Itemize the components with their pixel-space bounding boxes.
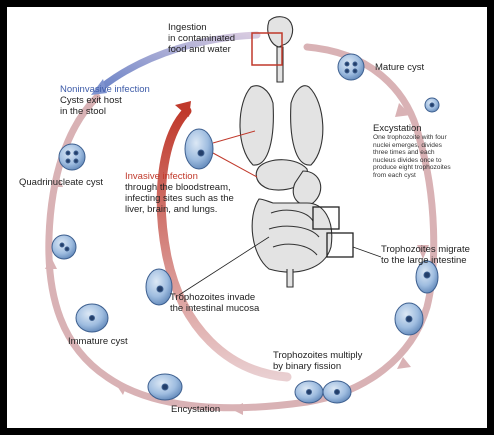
- cyst-cell: [51, 234, 77, 260]
- immature-cyst-label: Immature cyst: [68, 336, 128, 347]
- intestine-box-small: [312, 206, 340, 230]
- quadrinucleate-cyst-cell: [58, 143, 86, 171]
- mature-cyst-label: Mature cyst: [375, 62, 425, 73]
- ingestion-label: Ingestion in contaminated food and water: [168, 22, 236, 55]
- arrowhead-icon: [91, 79, 107, 95]
- large-intestine-box: [326, 232, 354, 258]
- right-lung: [290, 85, 324, 166]
- life-cycle-frame: Ingestion in contaminated food and water…: [7, 7, 487, 428]
- life-cycle-diagram: [45, 16, 440, 415]
- cells: [51, 53, 440, 404]
- intestine-folds: [268, 209, 320, 256]
- mature-cyst-cell: [337, 53, 365, 81]
- label-pointers: [178, 236, 382, 296]
- invasive-trophozoite-cell: [184, 128, 214, 170]
- invasive-arrow: [156, 106, 292, 382]
- noninvasive-arrow: [98, 31, 261, 91]
- arrowhead-icon: [417, 245, 429, 259]
- left-lung: [239, 85, 274, 166]
- arrowhead-icon: [45, 257, 57, 269]
- rectum: [286, 269, 294, 288]
- invasive-pointers: [212, 130, 258, 178]
- intestines: [251, 198, 333, 273]
- noninvasive-label: Noninvasive infection Cysts exit host in…: [60, 84, 150, 117]
- mouth-highlight-box: [251, 32, 283, 66]
- invasive-label: Invasive infection through the bloodstre…: [125, 171, 234, 215]
- arrowhead-icon: [51, 173, 63, 187]
- arrowhead-icon: [175, 101, 191, 117]
- head-outline: [267, 16, 294, 48]
- arrowhead-icon: [231, 403, 243, 415]
- encystation-label: Encystation: [171, 404, 221, 415]
- stomach: [292, 170, 322, 205]
- arrowhead-icon: [397, 357, 411, 369]
- migrate-label: Trophozoites migrate to the large intest…: [381, 244, 470, 266]
- excystation-label: Excystation One trophozoite with four nu…: [373, 123, 451, 179]
- invade-label: Trophozoites invade the intestinal mucos…: [170, 292, 260, 314]
- arrowhead-icon: [395, 103, 411, 117]
- excystation-detail: One trophozoite with four nuclei emerges…: [373, 134, 451, 179]
- multiply-label: Trophozoites multiply by binary fission: [273, 350, 363, 372]
- human-anatomy: [239, 16, 333, 288]
- arrowhead-icon: [115, 383, 127, 395]
- quadrinucleate-cyst-label: Quadrinucleate cyst: [19, 177, 103, 188]
